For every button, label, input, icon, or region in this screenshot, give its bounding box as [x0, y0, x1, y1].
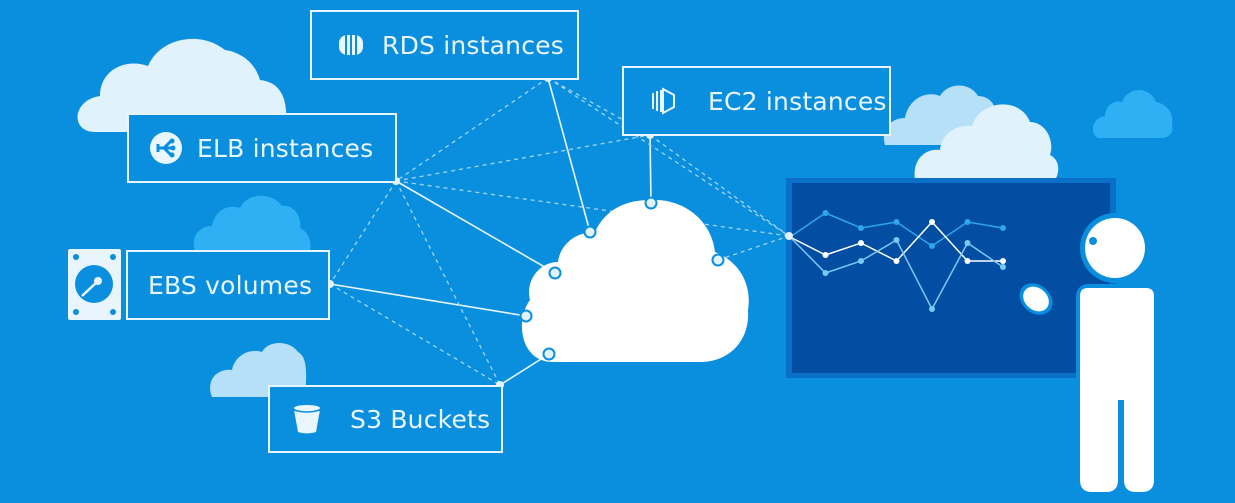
connection-ebs-s3 — [329, 283, 501, 386]
background-clouds — [77, 38, 1173, 397]
node-label: S3 Buckets — [350, 404, 491, 434]
load-balancer-icon — [149, 131, 183, 165]
figure-head — [1085, 218, 1145, 278]
node-elb-instances[interactable]: ELB instances — [127, 113, 397, 183]
cloud-decoration-bottom-left — [210, 343, 307, 397]
cloud-decoration-right-front — [914, 104, 1059, 180]
chart-point-series-b — [929, 219, 935, 225]
dashboard-line-chart — [789, 210, 1006, 312]
node-label: EC2 instances — [708, 86, 887, 116]
cloud-anchor-elb — [550, 268, 560, 278]
chart-point-series-b — [964, 258, 971, 264]
connection-rds-elb — [395, 77, 549, 182]
database-stack-icon — [334, 28, 368, 62]
cloud-anchor-ec2 — [646, 198, 656, 208]
connection-rds-dashboard — [547, 77, 790, 237]
hard-drive-icon — [68, 249, 121, 320]
chart-point-series-b — [822, 252, 829, 258]
chart-point-series-c — [893, 237, 900, 243]
cloud-decoration-far-right — [1093, 90, 1173, 138]
cloud-decoration-top-left — [77, 38, 287, 132]
server-cube-icon — [646, 84, 680, 118]
chart-point-series-b — [858, 240, 864, 246]
node-ebs-volumes[interactable]: EBS volumes — [126, 250, 330, 320]
presenter-figure — [1019, 213, 1158, 494]
cloud-decoration-mid-left — [193, 195, 311, 252]
chart-point-series-b — [893, 258, 900, 264]
chart-point-series-a — [893, 219, 900, 225]
connection-elb-ebs — [329, 180, 397, 285]
chart-point-series-a — [964, 219, 971, 225]
connection-lines — [329, 77, 790, 386]
connection-cloud-dashboard — [717, 235, 790, 261]
connection-ebs-cloud — [329, 283, 527, 317]
anchor-dashboard — [785, 232, 793, 240]
figure-body — [1080, 288, 1154, 492]
chart-point-series-a — [929, 243, 935, 249]
connection-elb-cloud — [395, 180, 556, 274]
chart-point-series-a — [822, 210, 829, 216]
connection-rds-cloud — [547, 77, 591, 233]
cloud-anchor-rds — [585, 227, 595, 237]
chart-point-series-a — [858, 225, 864, 231]
connection-elb-dashboard — [395, 180, 790, 237]
connection-anchors — [326, 74, 793, 389]
chart-point-series-c — [858, 258, 864, 264]
bucket-icon — [290, 402, 324, 436]
connection-elb-ec2 — [395, 134, 651, 182]
cloud-anchor-dashboard — [713, 255, 723, 265]
node-s3-buckets[interactable]: S3 Buckets — [268, 385, 503, 453]
chart-point-series-c — [822, 270, 829, 276]
chart-point-series-c — [964, 240, 971, 246]
cloud-anchor-ebs — [521, 311, 531, 321]
figure-eye — [1089, 237, 1097, 245]
cloud-anchor-s3 — [544, 349, 554, 359]
node-label: RDS instances — [382, 30, 564, 60]
node-label: ELB instances — [197, 133, 374, 163]
node-label: EBS volumes — [148, 270, 313, 300]
chart-point-series-a — [1000, 225, 1006, 231]
chart-point-series-c — [1000, 264, 1006, 270]
connection-ec2-cloud — [649, 134, 652, 204]
chart-point-series-b — [1000, 258, 1006, 264]
board-screen — [792, 183, 1110, 373]
figure-hand — [1023, 286, 1049, 312]
chart-point-series-c — [929, 306, 935, 312]
connection-elb-s3 — [395, 180, 501, 386]
dashboard-board — [786, 178, 1116, 378]
node-rds-instances[interactable]: RDS instances — [310, 10, 579, 80]
central-cloud — [521, 199, 749, 362]
node-ec2-instances[interactable]: EC2 instances — [622, 66, 891, 136]
